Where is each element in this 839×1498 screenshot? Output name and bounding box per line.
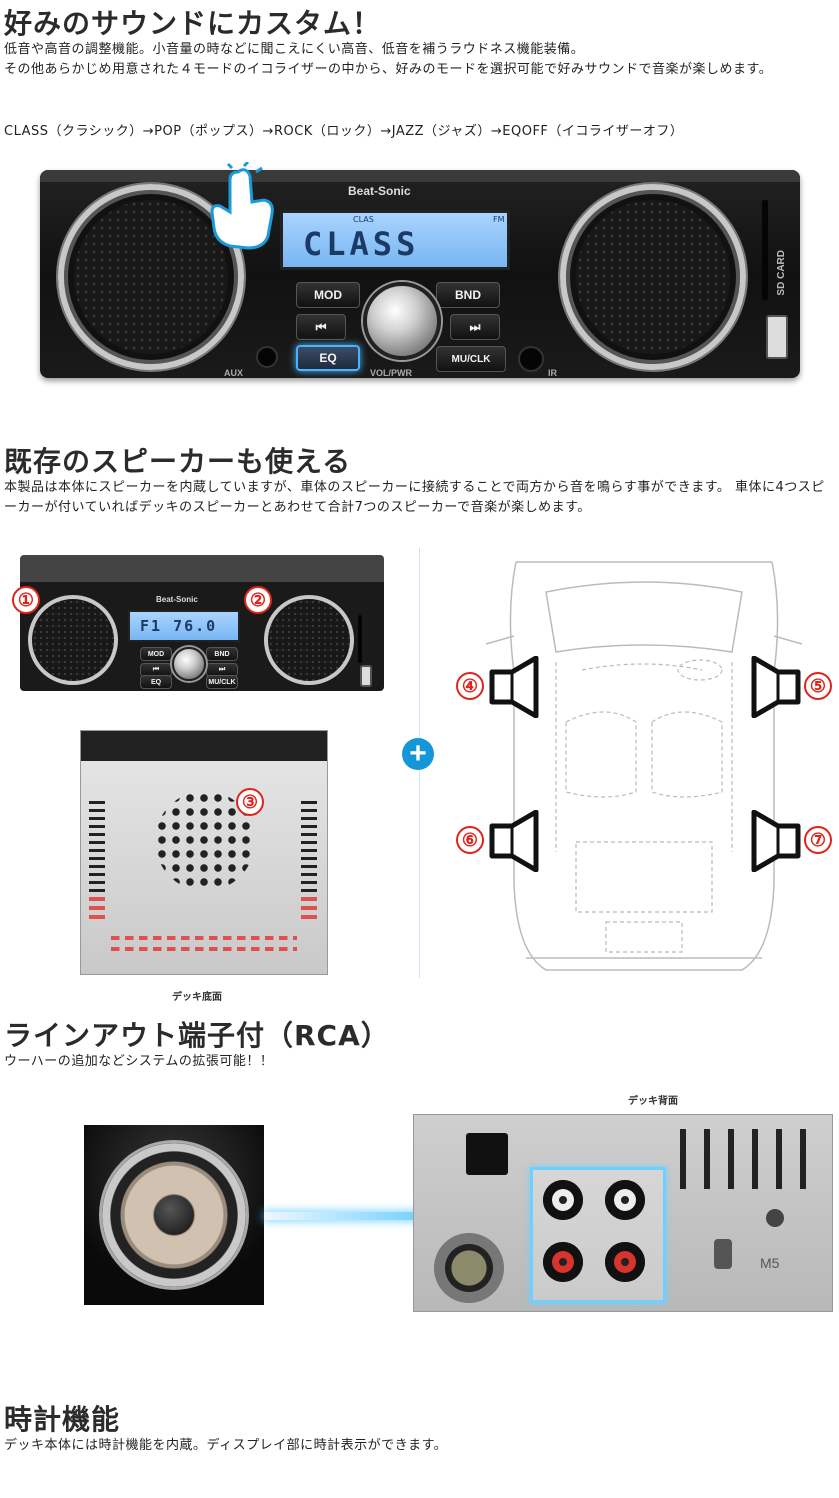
car-outline-diagram: [486, 561, 802, 971]
door-speaker-front-right: [751, 656, 801, 718]
panel-screw: [714, 1239, 732, 1269]
speaker-badge-6: ⑥: [456, 826, 484, 854]
rca-jack-red: [605, 1242, 645, 1282]
prev-button[interactable]: ⏮: [296, 314, 346, 340]
sd-card-slot: [762, 200, 768, 300]
section1-description: 低音や高音の調整機能。小音量の時などに聞こえにくい高音、低音を補うラウドネス機能…: [4, 40, 830, 80]
vol-pwr-label: VOL/PWR: [370, 368, 412, 378]
section2-title: 既存のスピーカーも使える: [4, 445, 352, 478]
rca-output-terminals: [530, 1167, 666, 1303]
connection-beam: [264, 1212, 434, 1220]
unit-front-small-image: Beat-Sonic F1 76.0 MOD BND ⏮ ⏭ EQ MU/CLK: [20, 555, 384, 691]
small-volume-knob: [172, 647, 206, 681]
lcd-mode-tag: CLAS: [353, 215, 374, 224]
ir-label: IR: [548, 368, 557, 378]
right-speaker: [560, 184, 746, 370]
rca-jack-white: [605, 1180, 645, 1220]
chassis-vents-left: [89, 801, 105, 924]
door-speaker-rear-left: [489, 810, 539, 872]
speaker-grille: [74, 200, 228, 354]
ir-sensor: [518, 346, 544, 372]
small-bnd-button: BND: [206, 647, 238, 661]
speaker-grille: [576, 200, 730, 354]
woofer-cone: [102, 1143, 246, 1287]
mu-clk-button[interactable]: MU/CLK: [436, 346, 506, 372]
speaker-badge-5: ⑤: [804, 672, 832, 700]
section3-title: ラインアウト端子付（RCA）: [4, 1019, 390, 1052]
speaker-badge-1: ①: [12, 586, 40, 614]
small-muclk-button: MU/CLK: [206, 675, 238, 689]
small-lcd-display: F1 76.0: [128, 610, 240, 642]
small-right-speaker: [264, 595, 354, 685]
lcd-display: CLAS FM CLASS: [280, 210, 510, 270]
section4-title: 時計機能: [4, 1403, 121, 1436]
brand-logo: Beat-Sonic: [348, 184, 411, 198]
lcd-main-text: CLASS: [303, 225, 420, 263]
speaker-badge-2: ②: [244, 586, 272, 614]
deck-rear-caption: デッキ背面: [628, 1096, 678, 1107]
usb-port: [766, 315, 788, 359]
small-eq-button: EQ: [140, 675, 172, 689]
chassis-vents-right: [301, 801, 317, 924]
volume-knob[interactable]: [363, 282, 441, 360]
section3-description: ウーハーの追加などシステムの拡張可能！！: [4, 1054, 274, 1069]
antenna-port: [466, 1133, 508, 1175]
aux-label: AUX: [224, 368, 244, 378]
rca-jack-white: [543, 1180, 583, 1220]
small-mod-button: MOD: [140, 647, 172, 661]
small-brand-logo: Beat-Sonic: [156, 595, 198, 604]
woofer-image: [84, 1125, 264, 1305]
small-sd-slot: [358, 615, 362, 663]
door-speaker-front-left: [489, 656, 539, 718]
red-markings: [111, 936, 297, 940]
unit-top-strip: [40, 170, 800, 182]
deck-bottom-image: [80, 730, 328, 975]
eq-button[interactable]: EQ: [296, 345, 360, 371]
sd-card-label: SD CARD: [776, 250, 787, 296]
lcd-band-tag: FM: [493, 215, 505, 224]
section4-description: デッキ本体には時計機能を内蔵。ディスプレイ部に時計表示ができます。: [4, 1438, 448, 1453]
section1-title: 好みのサウンドにカスタム！: [4, 7, 382, 40]
deck-bottom-caption: デッキ底面: [172, 992, 222, 1003]
hand-pointer-icon: [210, 162, 274, 250]
mod-button[interactable]: MOD: [296, 282, 360, 308]
speaker-badge-7: ⑦: [804, 826, 832, 854]
speaker-badge-3: ③: [236, 788, 264, 816]
next-button[interactable]: ⏭: [450, 314, 500, 340]
speaker-badge-4: ④: [456, 672, 484, 700]
small-left-speaker: [28, 595, 118, 685]
section1-line: その他あらかじめ用意された４モードのイコライザーの中から、好みのモードを選択可能…: [4, 62, 773, 77]
rca-jack-red: [543, 1242, 583, 1282]
chassis-top: [81, 731, 327, 761]
red-markings: [111, 947, 297, 951]
aux-jack: [256, 346, 278, 368]
woofer-dust-cap: [154, 1195, 194, 1235]
door-speaker-rear-right: [751, 810, 801, 872]
section1-line: 低音や高音の調整機能。小音量の時などに聞こえにくい高音、低音を補うラウドネス機能…: [4, 42, 585, 57]
stereo-unit-image: Beat-Sonic CLAS FM CLASS MOD BND ⏮ ⏭ EQ …: [40, 170, 800, 378]
plus-icon: +: [402, 738, 434, 770]
small-usb-port: [360, 665, 372, 687]
bnd-button[interactable]: BND: [436, 282, 500, 308]
antenna-jack: [434, 1233, 504, 1303]
deck-rear-image: M5: [413, 1114, 833, 1312]
section2-description: 本製品は本体にスピーカーを内蔵していますが、車体のスピーカーに接続することで両方…: [4, 480, 825, 515]
eq-mode-sequence: CLASS（クラシック）→POP（ポップス）→ROCK（ロック）→JAZZ（ジャ…: [4, 124, 684, 139]
m5-label: M5: [760, 1255, 780, 1271]
mount-hole: [766, 1209, 784, 1227]
